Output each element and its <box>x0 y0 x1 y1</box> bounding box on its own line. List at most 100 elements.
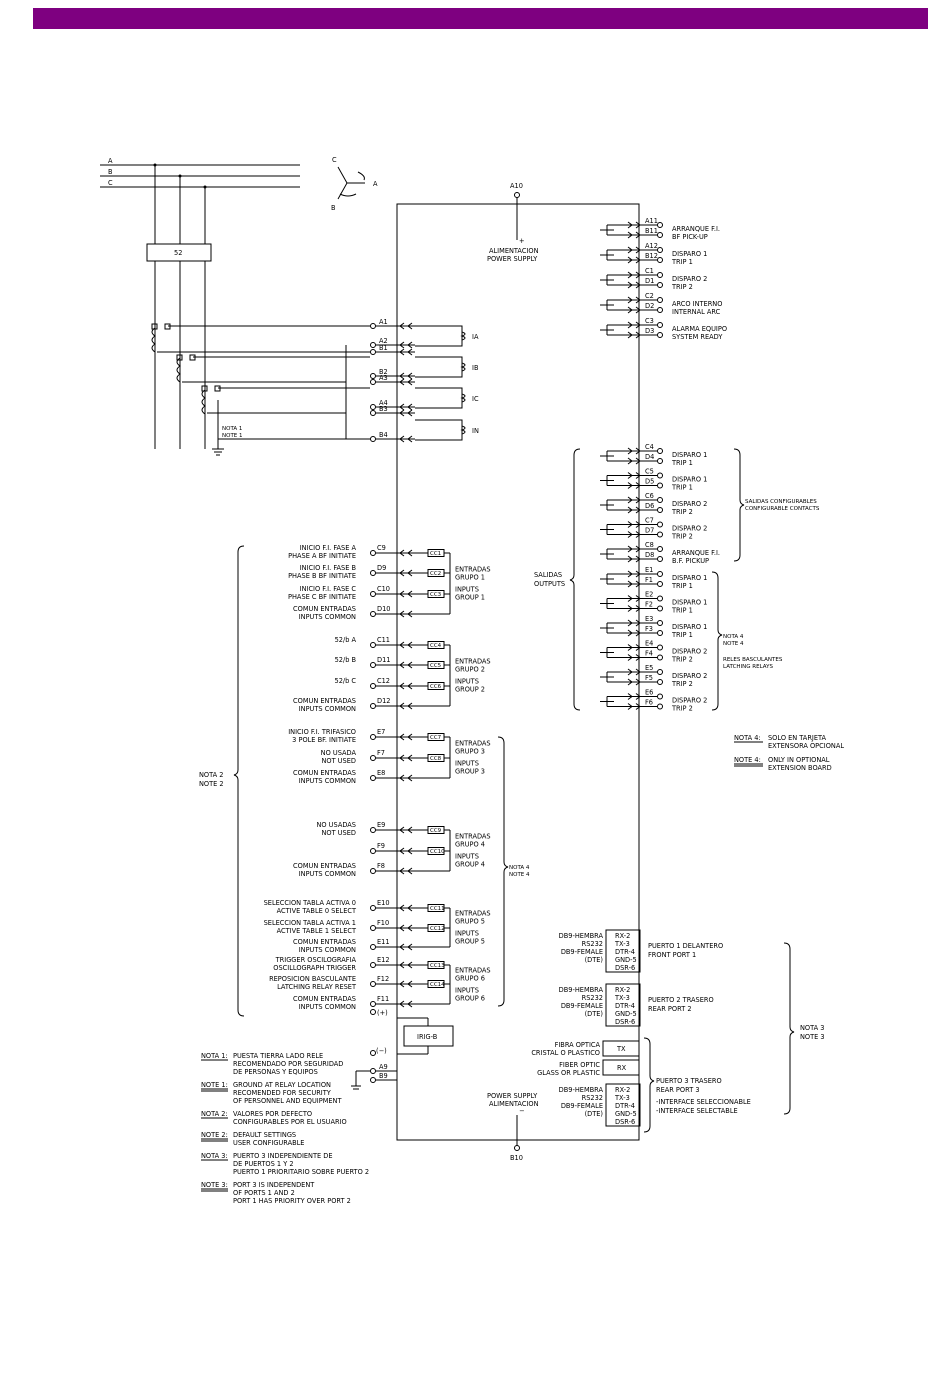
input-label-en: INPUTS COMMON <box>299 946 356 954</box>
input-arrow <box>399 924 413 932</box>
output-label-en: TRIP 2 <box>671 656 693 664</box>
rotation-b: B <box>331 204 336 212</box>
phase-bus: A B C <box>100 157 300 449</box>
output-arrow <box>627 605 641 612</box>
db9-pin: TX-3 <box>614 1094 630 1102</box>
input-label-en: INPUTS COMMON <box>299 870 356 878</box>
input-group-es1: ENTRADAS <box>455 967 491 975</box>
output-terminal-label: E2 <box>645 591 653 599</box>
rx-box <box>602 1059 640 1076</box>
input-label-es: SELECCION TABLA ACTIVA 0 <box>264 899 356 907</box>
ci-arrow <box>399 409 413 417</box>
nota1-a: NOTA 1 <box>222 426 242 432</box>
input-terminal <box>370 683 376 689</box>
output-terminal <box>657 546 663 552</box>
ci-terminal-label: B1 <box>379 344 388 352</box>
output-terminal-label: E4 <box>645 640 653 648</box>
irig-minus: (−) <box>376 1047 387 1055</box>
output-arrow <box>627 231 641 239</box>
output-terminal <box>657 571 663 577</box>
legend-es-2: EXTENSORA OPCIONAL <box>768 742 844 750</box>
input-optocoupler <box>427 682 445 690</box>
input-terminal-label: D12 <box>377 697 390 705</box>
db9-en: DB9-FEMALE <box>561 948 603 956</box>
input-terminal <box>370 734 376 740</box>
note-line: OF PORTS 1 AND 2 <box>233 1189 295 1197</box>
input-label-es: NO USADA <box>321 749 357 757</box>
input-label-es: SELECCION TABLA ACTIVA 1 <box>264 919 356 927</box>
output-arrow <box>627 703 641 710</box>
input-terminal <box>370 1001 376 1007</box>
ci-arrow <box>399 322 413 330</box>
nota3-a: NOTA 3 <box>800 1024 824 1032</box>
input-label-es: REPOSICION BASCULANTE <box>269 975 356 983</box>
output-label-es: DISPARO 2 <box>672 672 707 680</box>
db9-pin: GND-5 <box>615 1110 637 1118</box>
ci-coil <box>460 425 466 435</box>
output-label-es: DISPARO 2 <box>672 525 707 533</box>
ci-arrow <box>399 348 413 356</box>
output-terminal-label: A12 <box>645 242 658 250</box>
output-arrow <box>627 531 641 538</box>
input-arrow <box>399 733 413 741</box>
note-line: USER CONFIGURABLE <box>233 1139 304 1147</box>
output-terminal-label: F4 <box>645 650 653 658</box>
rotation-symbol: C A B <box>331 156 378 212</box>
input-label-en: 3 POLE BF. INITIATE <box>292 736 356 744</box>
port1-en: FRONT PORT 1 <box>648 951 696 959</box>
input-group-es1: ENTRADAS <box>455 910 491 918</box>
ci-arrow <box>399 378 413 386</box>
output-arrow <box>627 555 641 563</box>
output-label-en: INTERNAL ARC <box>672 308 721 316</box>
latch-brace <box>711 571 723 711</box>
input-group-en2: GROUP 4 <box>455 861 485 869</box>
outputs-label: OUTPUTS <box>534 580 565 588</box>
output-terminal-label: D7 <box>645 527 654 535</box>
output-terminal <box>657 654 663 661</box>
ci-terminal-label: A2 <box>379 337 388 345</box>
irig-plus: (+) <box>377 1009 388 1017</box>
legend-en-head: NOTE 4: <box>734 756 761 764</box>
config-es: SALIDAS CONFIGURABLES <box>745 499 817 505</box>
ci-coil-frame <box>415 356 463 378</box>
output-terminal <box>657 332 663 338</box>
output-terminal <box>657 620 663 626</box>
output-arrow <box>627 644 641 651</box>
note-line: DE PERSONAS Y EQUIPOS <box>233 1068 318 1076</box>
ci-label: IA <box>472 333 479 341</box>
input-label-en: ACTIVE TABLE 0 SELECT <box>277 907 357 915</box>
input-terminal-label: F10 <box>377 919 389 927</box>
ci-label: IN <box>472 427 479 435</box>
legend-en-1: ONLY IN OPTIONAL <box>768 756 830 764</box>
ci-label: IC <box>472 395 479 403</box>
input-label-es: 52/b A <box>335 636 357 644</box>
ci-terminal <box>370 323 376 329</box>
note-line: PORT 1 HAS PRIORITY OVER PORT 2 <box>233 1197 351 1205</box>
ps-top-en: POWER SUPPLY <box>487 255 538 263</box>
input-terminal <box>370 962 376 968</box>
output-label-es: ARRANQUE F.I. <box>672 549 720 557</box>
input-terminal-label: E7 <box>377 728 385 736</box>
input-terminal <box>370 775 376 781</box>
output-terminal <box>657 257 663 263</box>
input-terminal-label: D10 <box>377 605 390 613</box>
output-label-en: B.F. PICKUP <box>672 557 709 565</box>
input-optocoupler-label: CC6 <box>430 684 442 690</box>
input-terminal <box>370 905 376 911</box>
note-line: GROUND AT RELAY LOCATION <box>233 1081 331 1089</box>
breaker-box <box>146 243 212 262</box>
db9-es: DB9-HEMBRA <box>559 932 604 940</box>
ci-terminal <box>370 410 376 416</box>
output-arrow <box>627 331 641 339</box>
output-terminal <box>657 630 663 636</box>
input-label-en: PHASE C BF INITIATE <box>288 593 356 601</box>
note-line: CONFIGURABLES POR EL USUARIO <box>233 1118 347 1126</box>
input-optocoupler <box>427 754 445 762</box>
ci-coil-frame <box>415 387 463 409</box>
input-optocoupler-label: CC8 <box>430 756 442 762</box>
input-label-es: INICIO F.I. FASE C <box>300 585 357 593</box>
input-arrow <box>399 754 413 762</box>
legend-en-2: EXTENSION BOARD <box>768 764 832 772</box>
output-terminal <box>657 644 663 651</box>
